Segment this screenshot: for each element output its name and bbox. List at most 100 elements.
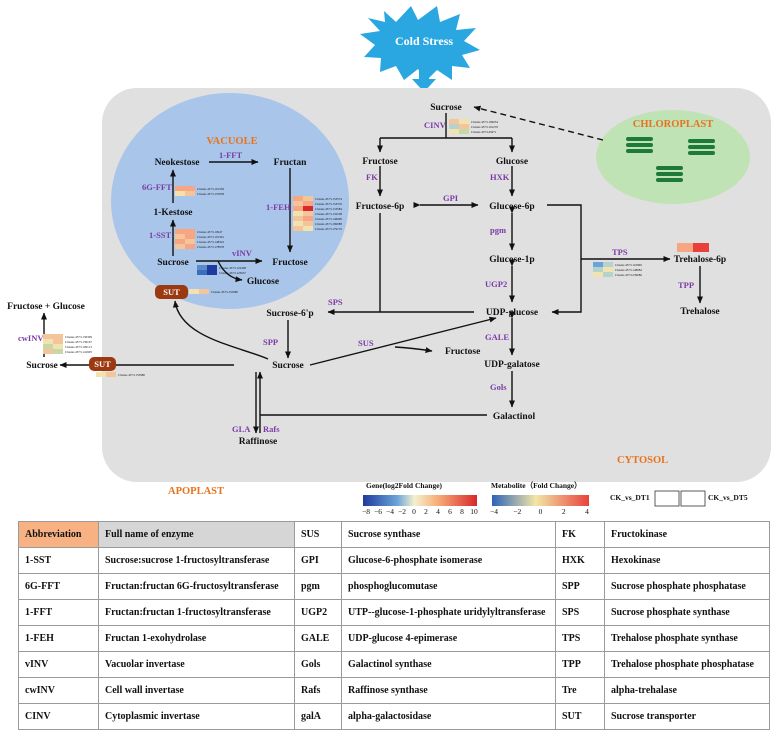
node-raffinose: Raffinose [239, 437, 278, 447]
table-cell: vINV [18, 651, 99, 678]
legend-tick: 0 [539, 507, 543, 516]
table-cell: Rafs [294, 677, 342, 704]
legend-tick: −2 [513, 507, 521, 516]
legend-tick: −8 [362, 507, 370, 516]
heatmap-6g-fft: Cluster-4573.101359 Cluster-4573.155958 [175, 186, 224, 196]
table-cell: HXK [555, 547, 605, 574]
enzyme-fk: FK [366, 172, 378, 182]
legend-tick: 8 [460, 507, 464, 516]
table-cell: Glucose-6-phosphate isomerase [341, 547, 556, 574]
cluster-1-sst-2: Cluster-4573.101361 [197, 235, 224, 239]
cluster-sut-apoplast-1: Cluster-4573.155980 [118, 373, 145, 377]
enzyme-tps: TPS [612, 247, 628, 257]
table-header-row: Abbreviation Full name of enzyme SUS Suc… [18, 521, 770, 548]
cluster-6g-fft-1: Cluster-4573.101359 [197, 187, 224, 191]
table-header-full-name: Full name of enzyme [98, 521, 295, 548]
cluster-cinv-2: Cluster-4573.191270 [471, 125, 498, 129]
cluster-cwinv-3: Cluster-4573.109113 [65, 345, 92, 349]
table-cell: Galactinol synthase [341, 651, 556, 678]
metabolite-trehalose-6p [677, 243, 709, 252]
cold-stress-burst: Cold Stress [360, 6, 480, 81]
node-fructose: Fructose [362, 157, 397, 167]
table-cell: Cell wall invertase [98, 677, 295, 704]
enzyme-ugp2: UGP2 [485, 279, 507, 289]
node-galactinol: Galactinol [493, 412, 536, 422]
table-cell: Sucrose:sucrose 1-fructosyltransferase [98, 547, 295, 574]
node-glucose-6p: Glucose-6p [489, 202, 534, 212]
cluster-6g-fft-2: Cluster-4573.155958 [197, 192, 224, 196]
node-trehalose: Trehalose [680, 307, 719, 317]
table-cell: alpha-galactosidase [341, 703, 556, 730]
cluster-tps-2: Cluster-4573.148682 [615, 268, 642, 272]
node-trehalose-6p: Trehalose-6p [674, 255, 726, 265]
node-sucrose-apoplast: Sucrose [26, 361, 58, 371]
legend-tick: 10 [470, 507, 478, 516]
table-cell: GALE [294, 625, 342, 652]
table-header-abbreviation: Abbreviation [18, 521, 99, 548]
node-fructose-glucose: Fructose + Glucose [7, 302, 85, 312]
table-cell: Cytoplasmic invertase [98, 703, 295, 730]
table-cell: pgm [294, 573, 342, 600]
legend-tick: −6 [374, 507, 382, 516]
table-cell: Sucrose phosphate synthase [604, 599, 770, 626]
enzyme-1-fft: 1-FFT [219, 150, 242, 160]
table-cell: galA [294, 703, 342, 730]
node-glucose: Glucose [496, 157, 528, 167]
table-cell: Raffinose synthase [341, 677, 556, 704]
legend-ck-dt1: CK_vs_DT1 [610, 493, 650, 502]
table-cell: 1-FFT [18, 599, 99, 626]
node-fructose-6p: Fructose-6p [356, 202, 405, 212]
table-cell: UDP-glucose 4-epimerase [341, 625, 556, 652]
table-cell: SPS [555, 599, 605, 626]
node-fructan: Fructan [274, 158, 307, 168]
heatmap-sut-apoplast: Cluster-4573.155980 [96, 372, 145, 377]
cytosol-label: CYTOSOL [617, 455, 668, 466]
cluster-1-feh-4: Cluster-4573.132108 [315, 212, 342, 216]
gene-legend-title: Gene(log2Fold Change) [366, 481, 443, 490]
heatmap-1-feh: Cluster-4573.153574 Cluster-4573.153576 … [293, 196, 342, 231]
thylakoid-stack-3 [656, 166, 683, 182]
enzyme-6g-fft: 6G-FFT [142, 182, 172, 192]
enzyme-sus: SUS [358, 338, 374, 348]
thylakoid-stack-1 [626, 137, 653, 153]
enzyme-spp: SPP [263, 337, 278, 347]
node-udp-glucose: UDP-glucose [486, 308, 538, 318]
node-glucose-vacuole: Glucose [247, 277, 279, 287]
table-cell: phosphoglucomutase [341, 573, 556, 600]
cluster-cwinv-1: Cluster-4573.130309 [65, 335, 92, 339]
enzyme-1-sst: 1-SST [149, 230, 172, 240]
cluster-tps-1: Cluster-4573.110969 [615, 263, 642, 267]
node-fructose-sus: Fructose [445, 347, 480, 357]
enzyme-gla: GLA [232, 424, 251, 434]
node-udp-galatose: UDP-galatose [484, 360, 539, 370]
enzyme-pgm: pgm [490, 225, 506, 235]
legend-tick: 4 [436, 507, 440, 516]
heatmap-sut-vacuole: Cluster-4573.155980 [189, 289, 238, 294]
table-cell: cwINV [18, 677, 99, 704]
cold-stress-arrow [412, 70, 436, 92]
chloroplast: CHLOROPLAST [596, 110, 750, 204]
table-cell: Tre [555, 677, 605, 704]
thylakoid-stack-2 [688, 139, 715, 155]
table-cell: FK [555, 521, 605, 548]
table-cell: TPP [555, 651, 605, 678]
legend-ck-dt5: CK_vs_DT5 [708, 493, 748, 502]
cluster-1-sst-1: Cluster-4573.10947 [197, 230, 223, 234]
legend-tick: 2 [562, 507, 566, 516]
heatmap-tps: Cluster-4573.110969 Cluster-4573.148682 … [593, 262, 642, 277]
cluster-cwinv-2: Cluster-4573.139167 [65, 340, 92, 344]
cluster-cwinv-4: Cluster-4573.141905 [65, 350, 92, 354]
table-cell: Sucrose transporter [604, 703, 770, 730]
cluster-sut-vacuole-1: Cluster-4573.155980 [211, 290, 238, 294]
enzyme-abbreviation-table: Abbreviation Full name of enzyme SUS Suc… [18, 521, 770, 730]
enzyme-labels: CINV FK HXK GPI pgm UGP2 GALE Gols SPS S… [18, 120, 694, 434]
cluster-vinv-1: Cluster-4573.122408 [219, 266, 246, 270]
comparison-legend: CK_vs_DT1 CK_vs_DT5 [610, 490, 748, 507]
